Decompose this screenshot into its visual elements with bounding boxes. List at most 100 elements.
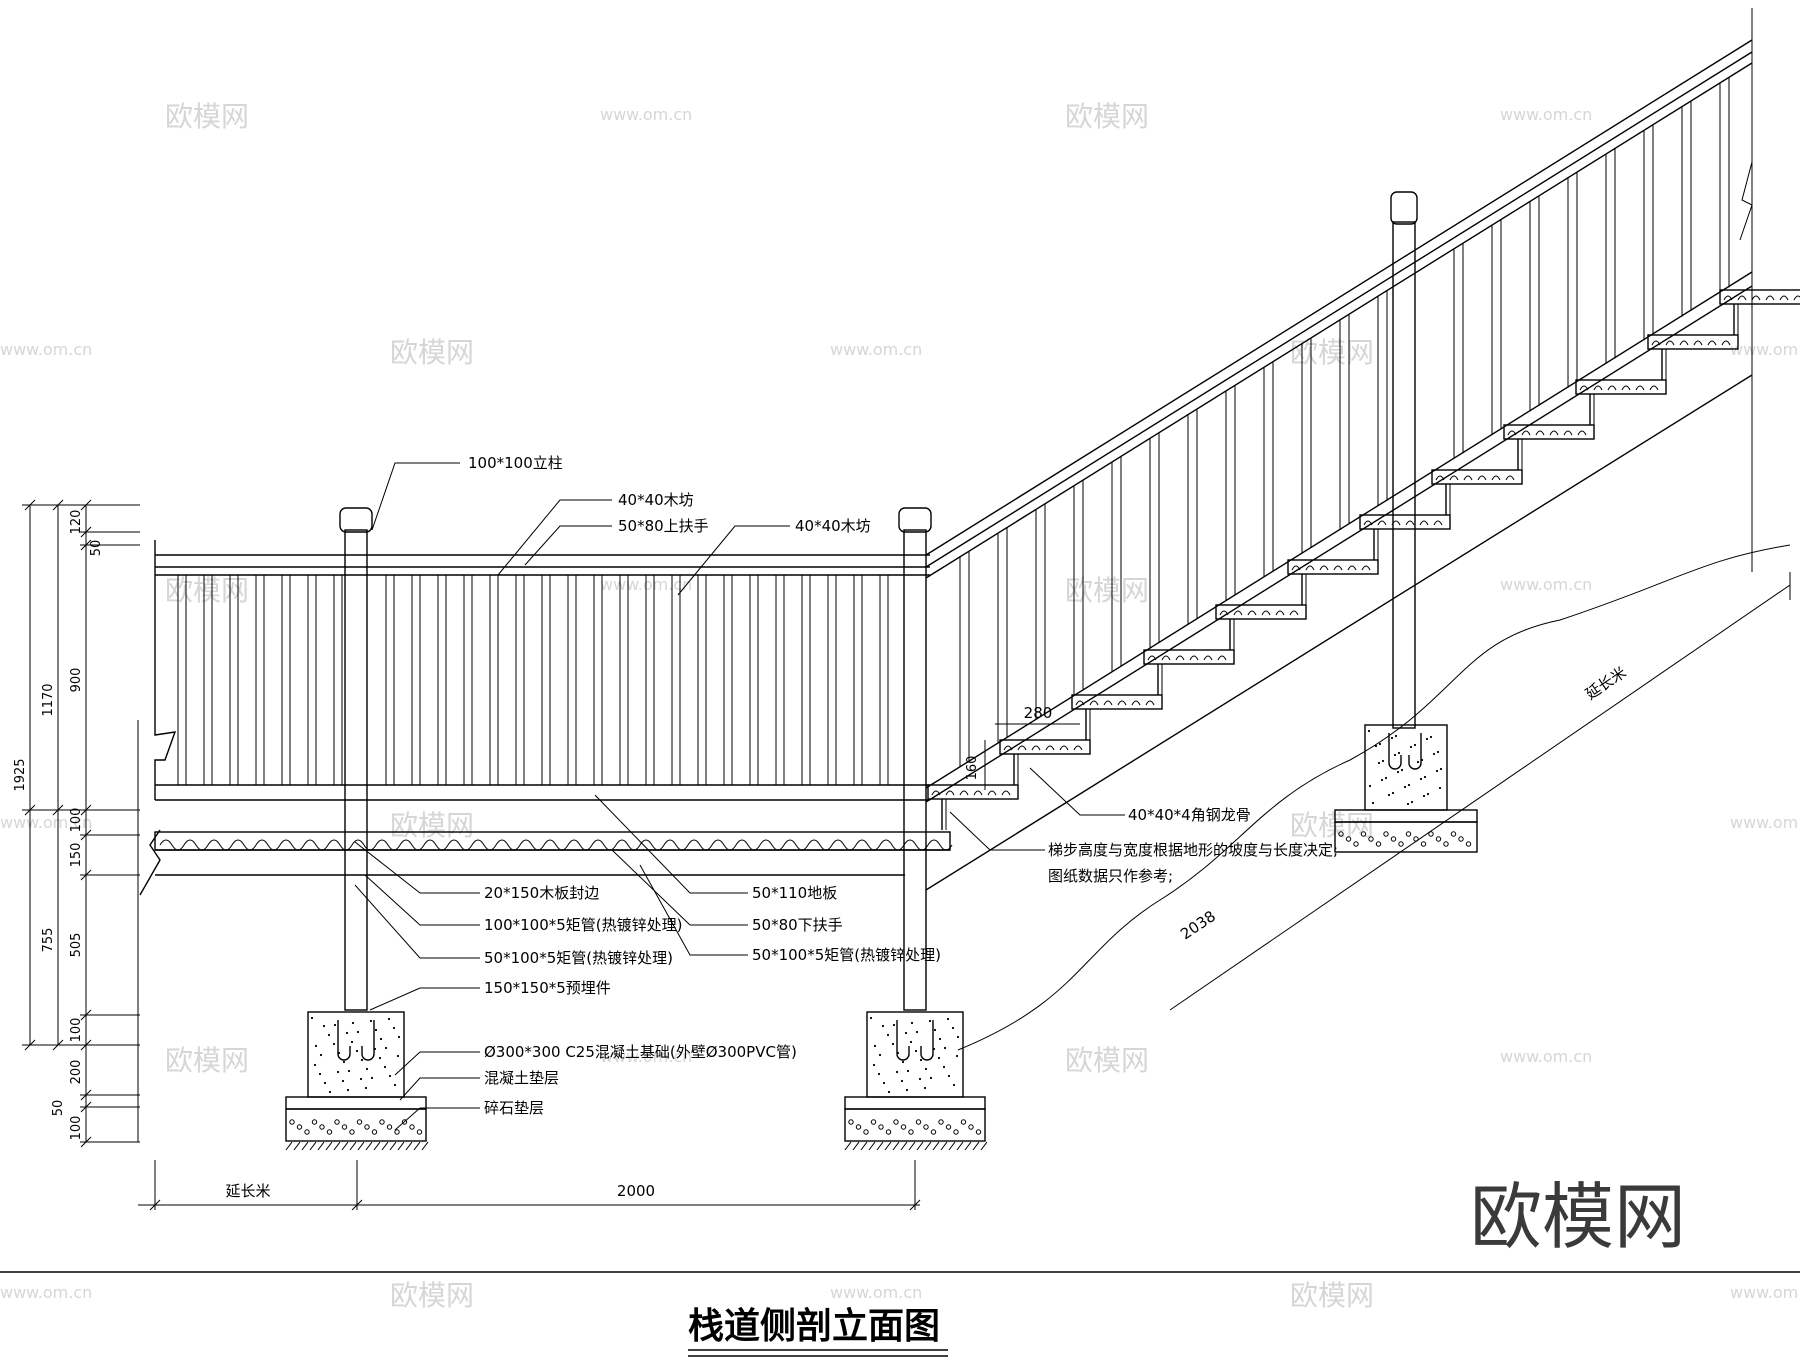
gravel-stone [960, 1119, 967, 1125]
aggregate-dot [943, 1046, 947, 1050]
tread-grain [987, 790, 997, 796]
tread-grain [1693, 340, 1703, 346]
callout-footing: Ø300*300 C25混凝土基础(外壁Ø300PVC管) [484, 1043, 797, 1061]
callout-angle-steel: 40*40*4角钢龙骨 [1128, 806, 1251, 824]
gravel-stone [401, 1119, 408, 1125]
tread-grain [1031, 745, 1041, 751]
callout-post: 100*100立柱 [468, 454, 563, 472]
floor-board-grain [879, 839, 905, 851]
aggregate-dot [1406, 802, 1410, 806]
gravel-stone [870, 1119, 877, 1125]
gravel-stone [394, 1129, 400, 1135]
aggregate-dot [942, 1065, 946, 1069]
watermark-text: 欧模网 [165, 100, 249, 133]
callout-embed: 150*150*5预埋件 [484, 979, 611, 997]
callout-wood-top: 40*40木坊 [618, 491, 694, 509]
tread-grain [959, 790, 969, 796]
tread-grain [1793, 295, 1800, 301]
aggregate-dot [364, 1086, 368, 1090]
aggregate-dot [1435, 769, 1439, 773]
aggregate-dot [1390, 736, 1394, 740]
tread-grain [1635, 385, 1645, 391]
aggregate-dot [1413, 743, 1417, 747]
aggregate-dot [392, 1026, 396, 1030]
aggregate-dot [906, 1069, 910, 1073]
ground-hatch [940, 1141, 948, 1151]
dim-tick [80, 499, 92, 511]
watermark-text: 欧模网 [165, 574, 249, 607]
aggregate-dot [914, 1049, 918, 1053]
dim-100-a: 100 [69, 808, 84, 833]
dim-tick [80, 1009, 92, 1021]
tread-grain [1549, 430, 1559, 436]
gravel-stone [908, 1129, 914, 1135]
aggregate-dot [347, 1069, 351, 1073]
watermark-text: 欧模网 [1290, 336, 1374, 369]
dim-slope-2038: 2038 [1177, 907, 1219, 943]
dim-tick [80, 869, 92, 881]
aggregate-dot [892, 1023, 896, 1027]
dim-tread-280: 280 [1024, 704, 1053, 722]
ground-hatch [381, 1141, 389, 1151]
gravel-stone [311, 1119, 318, 1125]
aggregate-dot [1394, 734, 1398, 738]
aggregate-dot [1432, 752, 1436, 756]
tread-grain [1737, 295, 1747, 301]
tread-grain [1073, 745, 1083, 751]
stair-tread [1431, 469, 1523, 485]
tread-grain [1059, 745, 1069, 751]
tread-grain [1347, 565, 1357, 571]
aggregate-dot [1423, 775, 1427, 779]
dim-bottom-extend: 延长米 [225, 1182, 270, 1200]
callout-tube-50-left: 50*100*5矩管(热镀锌处理) [484, 949, 673, 967]
tread-grain [1333, 565, 1343, 571]
gravel-bed [285, 1108, 427, 1142]
ground-line [957, 544, 1791, 1051]
watermark-url: www.om.cn [600, 1047, 692, 1066]
gravel-bed [844, 1108, 986, 1142]
watermark-url: www.om.cn [1730, 340, 1800, 359]
floor-board-grain [615, 839, 641, 851]
aggregate-dot [322, 1024, 326, 1028]
tread-grain [1219, 610, 1229, 616]
tread-grain [1435, 475, 1445, 481]
dim-150: 150 [69, 843, 84, 868]
ground-hatch [285, 1141, 293, 1151]
ground-hatch [325, 1141, 333, 1151]
tread-grain [1433, 520, 1443, 526]
aggregate-dot [909, 1040, 913, 1044]
watermark-url: www.om.cn [1500, 1047, 1592, 1066]
floor-board-grain [663, 839, 689, 851]
gravel-stone [1345, 836, 1352, 842]
floor-board-grain [543, 839, 569, 851]
floor-board-grain [903, 839, 929, 851]
gravel-stone [1458, 836, 1464, 842]
anchor-bolt [361, 1020, 375, 1061]
gravel-stone [1360, 831, 1367, 837]
aggregate-dot [952, 1083, 956, 1087]
aggregate-dot [900, 1079, 904, 1083]
tread-grain [1651, 340, 1661, 346]
stair-tread [927, 784, 1019, 800]
watermark-layer: 欧模网 www.om.cn 欧模网 www.om.cn www.om.cn 欧模… [0, 100, 1800, 1312]
concrete-footing [866, 1011, 964, 1098]
gravel-stone [1398, 841, 1404, 847]
tread-grain [1477, 475, 1487, 481]
aggregate-dot [370, 1076, 374, 1080]
gravel-stone [296, 1124, 303, 1130]
aggregate-dot [1436, 750, 1440, 754]
ground-hatch [413, 1141, 421, 1151]
tread-grain [973, 790, 983, 796]
floor-board-grain [159, 839, 185, 851]
gravel-stone [364, 1124, 370, 1130]
gravel-stone [938, 1119, 944, 1125]
tread-grain [1721, 340, 1731, 346]
aggregate-dot [1403, 785, 1407, 789]
tread-grain [1779, 295, 1789, 301]
gravel-stone [1368, 836, 1374, 842]
ground-hatch [317, 1141, 325, 1151]
watermark-text: 欧模网 [165, 1044, 249, 1077]
aggregate-dot [887, 1090, 891, 1094]
tread-grain [1203, 655, 1213, 661]
watermark-text: 欧模网 [390, 1279, 474, 1312]
